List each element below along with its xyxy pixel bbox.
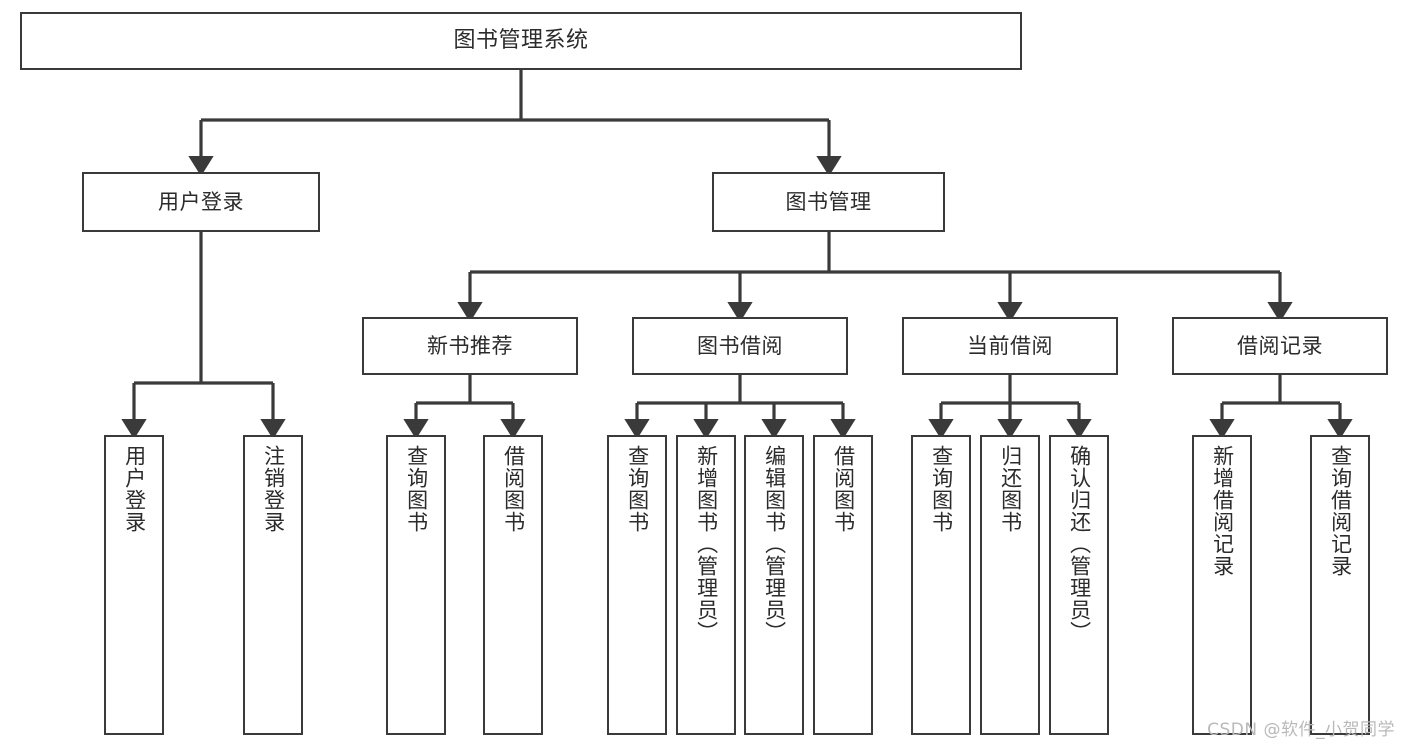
node-leaf-query-book-1-label: 查询图书 bbox=[404, 445, 429, 533]
node-borrow-record-label: 借阅记录 bbox=[1237, 333, 1323, 358]
node-leaf-add-book-label: 新增图书（管理员） bbox=[694, 445, 719, 643]
node-book-borrow-label: 图书借阅 bbox=[697, 333, 783, 358]
node-current-borrow-label: 当前借阅 bbox=[967, 333, 1053, 358]
node-leaf-query-book-3-label: 查询图书 bbox=[929, 445, 954, 533]
node-leaf-return-book-label: 归还图书 bbox=[998, 445, 1023, 533]
node-root-label: 图书管理系统 bbox=[453, 28, 589, 54]
node-leaf-return-book[interactable]: 归还图书 bbox=[980, 435, 1040, 735]
node-leaf-query-book-1[interactable]: 查询图书 bbox=[386, 435, 446, 735]
watermark-text: CSDN @软件_小贺同学 bbox=[1207, 720, 1395, 740]
node-leaf-borrow-book-1[interactable]: 借阅图书 bbox=[483, 435, 543, 735]
node-leaf-logout[interactable]: 注销登录 bbox=[243, 435, 303, 735]
node-new-book-recommend-label: 新书推荐 bbox=[427, 333, 513, 358]
node-leaf-edit-book[interactable]: 编辑图书（管理员） bbox=[744, 435, 804, 735]
node-leaf-logout-label: 注销登录 bbox=[261, 445, 286, 533]
node-leaf-user-login[interactable]: 用户登录 bbox=[104, 435, 164, 735]
node-leaf-query-book-2-label: 查询图书 bbox=[625, 445, 650, 533]
node-leaf-borrow-book-1-label: 借阅图书 bbox=[501, 445, 526, 533]
node-leaf-confirm-return-label: 确认归还（管理员） bbox=[1067, 445, 1092, 643]
node-current-borrow[interactable]: 当前借阅 bbox=[902, 317, 1118, 375]
node-user-login-label: 用户登录 bbox=[158, 189, 244, 214]
node-leaf-add-book[interactable]: 新增图书（管理员） bbox=[676, 435, 736, 735]
node-leaf-edit-book-label: 编辑图书（管理员） bbox=[762, 445, 787, 643]
node-leaf-confirm-return[interactable]: 确认归还（管理员） bbox=[1049, 435, 1109, 735]
node-leaf-borrow-book-2-label: 借阅图书 bbox=[831, 445, 856, 533]
node-leaf-query-book-2[interactable]: 查询图书 bbox=[607, 435, 667, 735]
node-leaf-query-record[interactable]: 查询借阅记录 bbox=[1310, 435, 1370, 735]
node-book-manage-label: 图书管理 bbox=[785, 189, 872, 214]
node-new-book-recommend[interactable]: 新书推荐 bbox=[362, 317, 578, 375]
node-leaf-user-login-label: 用户登录 bbox=[122, 445, 147, 533]
node-leaf-add-record[interactable]: 新增借阅记录 bbox=[1192, 435, 1252, 735]
node-root[interactable]: 图书管理系统 bbox=[20, 12, 1022, 70]
node-book-borrow[interactable]: 图书借阅 bbox=[632, 317, 848, 375]
node-user-login[interactable]: 用户登录 bbox=[82, 172, 320, 232]
node-leaf-add-record-label: 新增借阅记录 bbox=[1210, 445, 1235, 577]
node-leaf-query-book-3[interactable]: 查询图书 bbox=[911, 435, 971, 735]
node-leaf-borrow-book-2[interactable]: 借阅图书 bbox=[813, 435, 873, 735]
node-borrow-record[interactable]: 借阅记录 bbox=[1172, 317, 1388, 375]
node-leaf-query-record-label: 查询借阅记录 bbox=[1328, 445, 1353, 577]
node-book-manage[interactable]: 图书管理 bbox=[712, 172, 945, 232]
